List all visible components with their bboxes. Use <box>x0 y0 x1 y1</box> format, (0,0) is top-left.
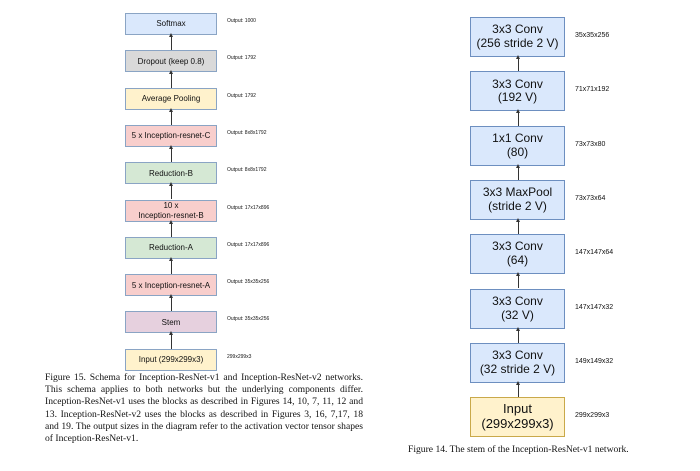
flow-arrow <box>515 163 520 180</box>
block-average-pooling: Average Pooling <box>125 87 217 110</box>
output-size-label: Output: 8x8x1792 <box>227 129 267 136</box>
flow-arrow <box>169 70 173 88</box>
block-softmax: Softmax <box>125 13 217 35</box>
block-5-x-inception-resnet-c: 5 x Inception-resnet-C <box>125 124 217 147</box>
stem-block-3x3-conv-32-stride-2-v: 3x3 Conv (32 stride 2 V) <box>470 342 565 383</box>
flow-arrow <box>515 272 520 289</box>
stem-block-3x3-conv-256-stride-2-v: 3x3 Conv (256 stride 2 V) <box>470 17 565 57</box>
flow-arrow <box>515 380 520 398</box>
flow-arrow <box>515 217 520 235</box>
flow-arrow <box>515 326 520 343</box>
stem-output-size-label: 147x147x64 <box>575 249 614 257</box>
flow-arrow <box>169 331 173 349</box>
block-reduction-a: Reduction-A <box>125 236 217 259</box>
stem-block-3x3-conv-192-v: 3x3 Conv (192 V) <box>470 71 565 112</box>
stem-output-size-label: 299x299x3 <box>575 412 610 420</box>
stem-output-size-label: 71x71x192 <box>575 86 610 94</box>
block-reduction-b: Reduction-B <box>125 162 217 185</box>
flow-arrow <box>169 182 173 200</box>
figure-15-caption: Figure 15. Schema for Inception-ResNet-v… <box>45 372 363 445</box>
stem-output-size-label: 35x35x256 <box>575 32 610 39</box>
flow-arrow <box>515 109 520 126</box>
flow-arrow <box>169 294 173 312</box>
stem-block-1x1-conv-80: 1x1 Conv (80) <box>470 125 565 166</box>
block-stem: Stem <box>125 311 217 334</box>
block-input-299x299x3: Input (299x299x3) <box>125 348 217 371</box>
flow-arrow <box>169 144 173 163</box>
output-size-label: Output: 8x8x1792 <box>227 167 267 174</box>
flow-arrow <box>169 219 173 237</box>
stem-block-3x3-maxpool-stride-2-v: 3x3 MaxPool (stride 2 V) <box>470 179 565 220</box>
stem-output-size-label: 149x149x32 <box>575 357 614 365</box>
output-size-label: Output: 1000 <box>227 18 256 24</box>
stem-output-size-label: 73x73x64 <box>575 194 606 202</box>
figure-14-caption: Figure 14. The stem of the Inception-Res… <box>408 444 629 455</box>
stem-block-input-299x299x3: Input (299x299x3) <box>470 397 565 438</box>
output-size-label: Output: 17x17x896 <box>227 204 270 211</box>
block-10-x-inception-resnet-b: 10 x Inception-resnet-B <box>125 199 217 222</box>
output-size-label: Output: 1792 <box>227 92 256 99</box>
flow-arrow <box>169 32 173 51</box>
stem-output-size-label: 73x73x80 <box>575 140 606 148</box>
stem-block-3x3-conv-32-v: 3x3 Conv (32 V) <box>470 288 565 329</box>
output-size-label: Output: 1792 <box>227 55 256 62</box>
output-size-label: Output: 35x35x256 <box>227 279 270 286</box>
block-dropout-keep-0-8: Dropout (keep 0.8) <box>125 50 217 73</box>
flow-arrow <box>169 107 173 125</box>
output-size-label: 299x299x3 <box>227 353 252 360</box>
flow-arrow <box>515 54 520 72</box>
stem-block-3x3-conv-64: 3x3 Conv (64) <box>470 234 565 275</box>
inception-resnet-stem-figure: 3x3 Conv (256 stride 2 V) 35x35x256 3x3 Co… <box>350 0 700 471</box>
output-size-label: Output: 17x17x896 <box>227 241 270 248</box>
block-5-x-inception-resnet-a: 5 x Inception-resnet-A <box>125 274 217 297</box>
flow-arrow <box>169 256 173 275</box>
stem-output-size-label: 147x147x32 <box>575 303 614 311</box>
output-size-label: Output: 35x35x256 <box>227 316 270 323</box>
